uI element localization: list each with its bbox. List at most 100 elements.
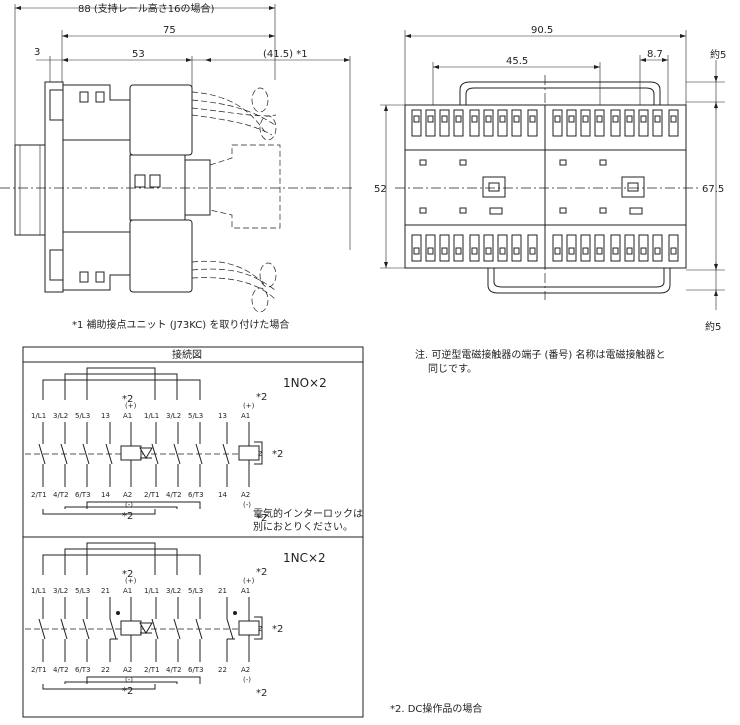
side-view-footnote: *1 補助接点ユニット (J73KC) を取り付けた場合 [72,318,289,331]
dim-52: 52 [374,184,387,195]
polarity-plus: (+) [125,402,137,410]
dim-approx5-top: 約5 [710,48,726,61]
star2: *2 [272,449,283,460]
interlock-note-1: 電気的インターロックは [253,507,363,520]
terminal-label-bottom: 14 [101,491,110,499]
terminal-top [411,109,422,137]
terminal-top [511,109,522,137]
front-top-terminals [411,109,679,137]
terminal-label-bottom: 2/T1 [144,666,160,674]
terminal-label-bottom: 2/T1 [144,491,160,499]
star2: *2 [122,394,133,405]
star2: *2 [256,392,267,403]
terminal-label-bottom: A2 [241,491,250,499]
svg-text:Z: Z [258,450,263,458]
terminal-label-top: 3/L2 [53,587,68,595]
terminal-top [439,109,450,137]
terminal-label-top: 1/L1 [144,587,159,595]
terminal-label-top: A1 [241,412,250,420]
terminal-top [652,109,663,137]
terminal-label-bottom: 6/T3 [75,666,91,674]
terminal-label-top: 5/L3 [75,587,90,595]
terminal-label-top: A1 [123,587,132,595]
dim-3: 3 [34,47,40,58]
terminal-label-bottom: 22 [101,666,110,674]
dim-41-5: (41.5) *1 [263,49,308,60]
star2: *2 [272,624,283,635]
terminal-label-top: A1 [241,587,250,595]
polarity-minus: (-) [243,676,251,684]
wiring-title: 接続図 [172,348,202,361]
footnote-dc: *2. DC操作品の場合 [390,702,482,715]
dim-53: 53 [132,49,145,60]
front-view: 90.5 45.5 8.7 約5 52 67.5 [374,25,726,375]
dim-approx5-bottom: 約5 [705,320,721,333]
wiring-panel-1nc: Z 1/L1 3/L2 5/L3 21 A1 1/L1 3/L2 5/L3 21 A1 2/T1 4/T… [25,542,283,699]
coil [120,445,142,461]
polarity-plus: (+) [125,577,137,585]
front-bottom-terminals [411,234,679,262]
dim-45-5: 45.5 [506,56,528,67]
terminal-label-top: 3/L2 [53,412,68,420]
terminal-label-bottom: 22 [218,666,227,674]
terminal-top [453,109,464,137]
svg-text:Z: Z [258,625,263,633]
terminal-label-top: 3/L2 [166,412,181,420]
terminal-top [668,109,679,137]
terminal-top [638,109,649,137]
terminal-label-top: 5/L3 [75,412,90,420]
terminal-label-top: 13 [101,412,110,420]
terminal-label-top: 1/L1 [144,412,159,420]
star2: *2 [256,567,267,578]
terminal-top [580,109,591,137]
terminal-label-top: 3/L2 [166,587,181,595]
dim-67-5: 67.5 [702,184,724,195]
dim-88: 88 (支持レール高さ16の場合) [78,2,215,15]
dim-90-5: 90.5 [531,25,553,36]
side-view: 88 (支持レール高さ16の場合) 75 3 53 (41.5) *1 [0,2,355,331]
terminal-label-bottom: 4/T2 [166,491,182,499]
terminal-label-top: 5/L3 [188,587,203,595]
terminal-top [594,109,605,137]
terminal-top [497,109,508,137]
terminal-label-bottom: 4/T2 [53,666,69,674]
panel2-label: 1NC×2 [283,551,326,565]
terminal-label-bottom: A2 [123,491,132,499]
coil [238,620,260,636]
terminal-top [425,109,436,137]
coil [238,445,260,461]
terminal-label-bottom: 6/T3 [188,666,204,674]
terminal-label-top: 21 [218,587,227,595]
terminal-label-top: 13 [218,412,227,420]
terminal-label-bottom: 4/T2 [166,666,182,674]
terminal-label-top: 21 [101,587,110,595]
terminal-top [469,109,480,137]
terminal-top [624,109,635,137]
terminal-top [610,109,621,137]
panel1-label: 1NO×2 [283,376,327,390]
star2: *2 [122,686,133,697]
star2: *2 [122,511,133,522]
star2: *2 [122,569,133,580]
terminal-label-top: A1 [123,412,132,420]
terminal-label-top: 1/L1 [31,412,46,420]
polarity-plus: (+) [243,402,255,410]
terminal-top [483,109,494,137]
star2: *2 [256,513,267,524]
terminal-label-top: 1/L1 [31,587,46,595]
interlock-note-2: 別におとりください。 [253,521,353,533]
terminal-label-bottom: 6/T3 [75,491,91,499]
terminal-label-bottom: 2/T1 [31,491,47,499]
terminal-label-bottom: 14 [218,491,227,499]
terminal-label-bottom: A2 [123,666,132,674]
terminal-top [527,109,538,137]
front-view-note-1: 注. 可逆型電磁接触器の端子 (番号) 名称は電磁接触器と [415,348,666,361]
terminal-top [552,109,563,137]
front-view-note-2: 同じです。 [428,363,477,375]
terminal-label-bottom: 6/T3 [188,491,204,499]
dim-8-7: 8.7 [647,49,663,60]
polarity-minus: (-) [243,501,251,509]
